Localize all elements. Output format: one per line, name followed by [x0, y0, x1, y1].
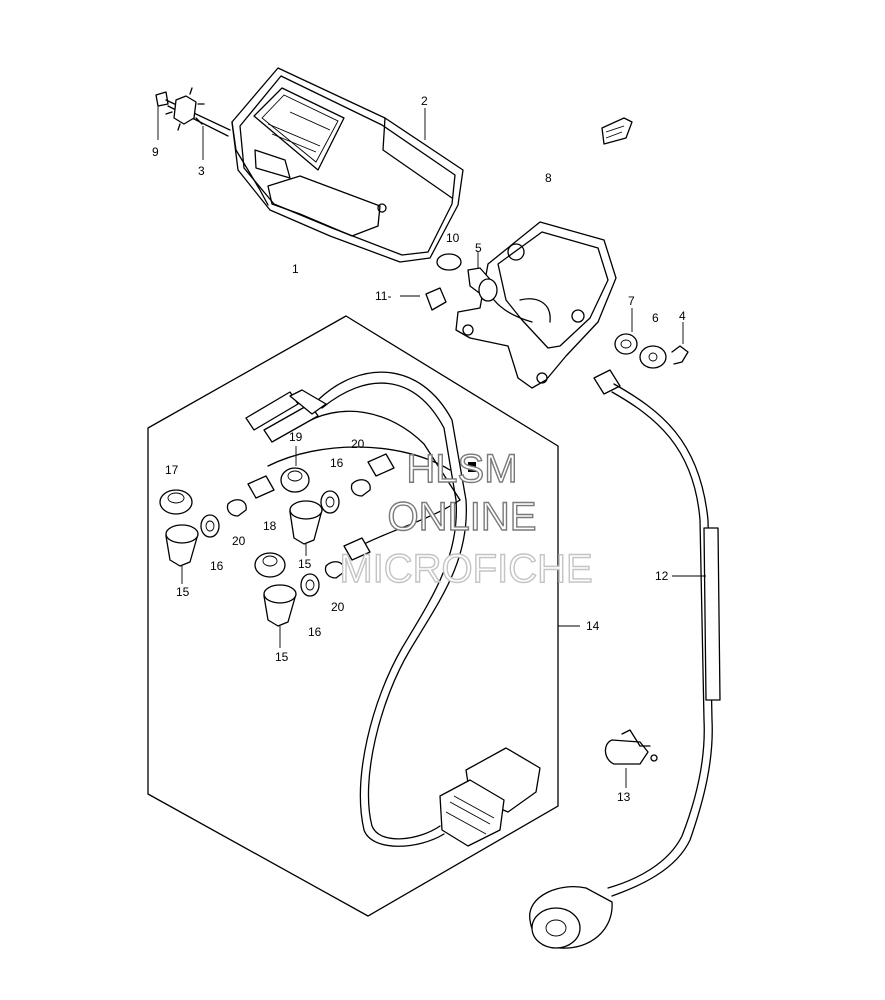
label-part-7: 7: [628, 294, 635, 308]
label-part-3: 3: [198, 164, 205, 178]
label-part-14: 14: [586, 619, 600, 633]
screw-and-gear: [155, 87, 231, 137]
bulb-sockets: [425, 253, 533, 323]
label-part-20-top: 20: [351, 437, 365, 451]
label-part-15-lower: 15: [275, 650, 289, 664]
watermark: HLSM ONLINE MICROFICHE: [339, 446, 594, 591]
cable-clamp: [604, 729, 658, 765]
label-part-10: 10: [446, 231, 460, 245]
indicator-bulbs: [159, 453, 395, 627]
label-part-12: 12: [655, 569, 669, 583]
label-part-16-left: 16: [210, 559, 224, 573]
watermark-line-2: ONLINE: [388, 495, 537, 539]
watermark-line-1: HLSM: [406, 447, 517, 491]
label-part-15-left: 15: [176, 585, 190, 599]
label-part-17: 17: [165, 463, 179, 477]
label-part-9: 9: [152, 145, 159, 159]
callout-labels: 1 2 3 4 5 6 7 8 9 10 11- 12 13 14 15 15 …: [152, 94, 686, 804]
label-part-20-lower: 20: [331, 600, 345, 614]
leader-lines: [157, 106, 706, 788]
label-part-20-left: 20: [232, 534, 246, 548]
label-part-13: 13: [617, 790, 631, 804]
small-washers: [614, 333, 689, 369]
direction-arrow-icon: [601, 117, 633, 145]
label-part-1: 1: [292, 262, 299, 276]
label-part-11: 11-: [375, 289, 391, 303]
label-part-4: 4: [679, 309, 686, 323]
wiring-harness-group: [147, 315, 559, 917]
watermark-line-3: MICROFICHE: [339, 547, 592, 591]
label-part-15-middle: 15: [298, 557, 312, 571]
label-part-5: 5: [475, 241, 482, 255]
meter-bracket: [455, 221, 617, 389]
speedometer-assembly: [231, 67, 464, 263]
label-part-19: 19: [289, 430, 303, 444]
speedometer-cable: [529, 369, 721, 949]
label-part-2: 2: [421, 94, 428, 108]
label-part-6: 6: [652, 311, 659, 325]
label-part-16-lower: 16: [308, 625, 322, 639]
label-part-16-top: 16: [330, 456, 344, 470]
label-part-8: 8: [545, 171, 552, 185]
label-part-18: 18: [263, 519, 277, 533]
